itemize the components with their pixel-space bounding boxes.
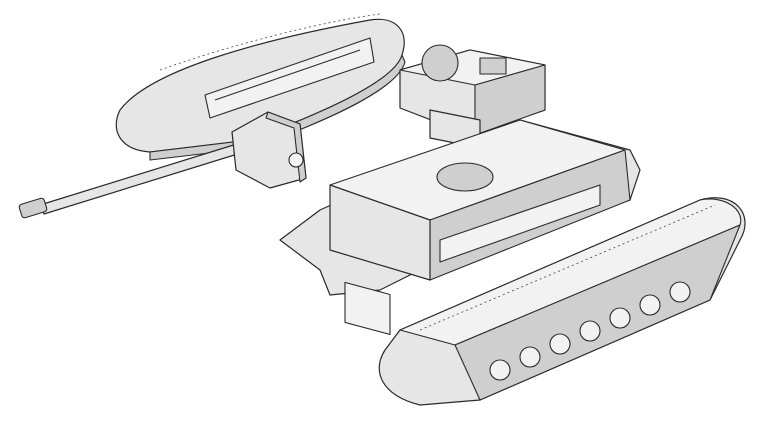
track-assembly-right <box>378 197 746 406</box>
gun-barrel <box>18 142 245 219</box>
road-wheels <box>489 281 691 381</box>
mantlet <box>231 111 307 189</box>
track-assembly-left <box>115 13 406 161</box>
hull <box>279 119 641 336</box>
